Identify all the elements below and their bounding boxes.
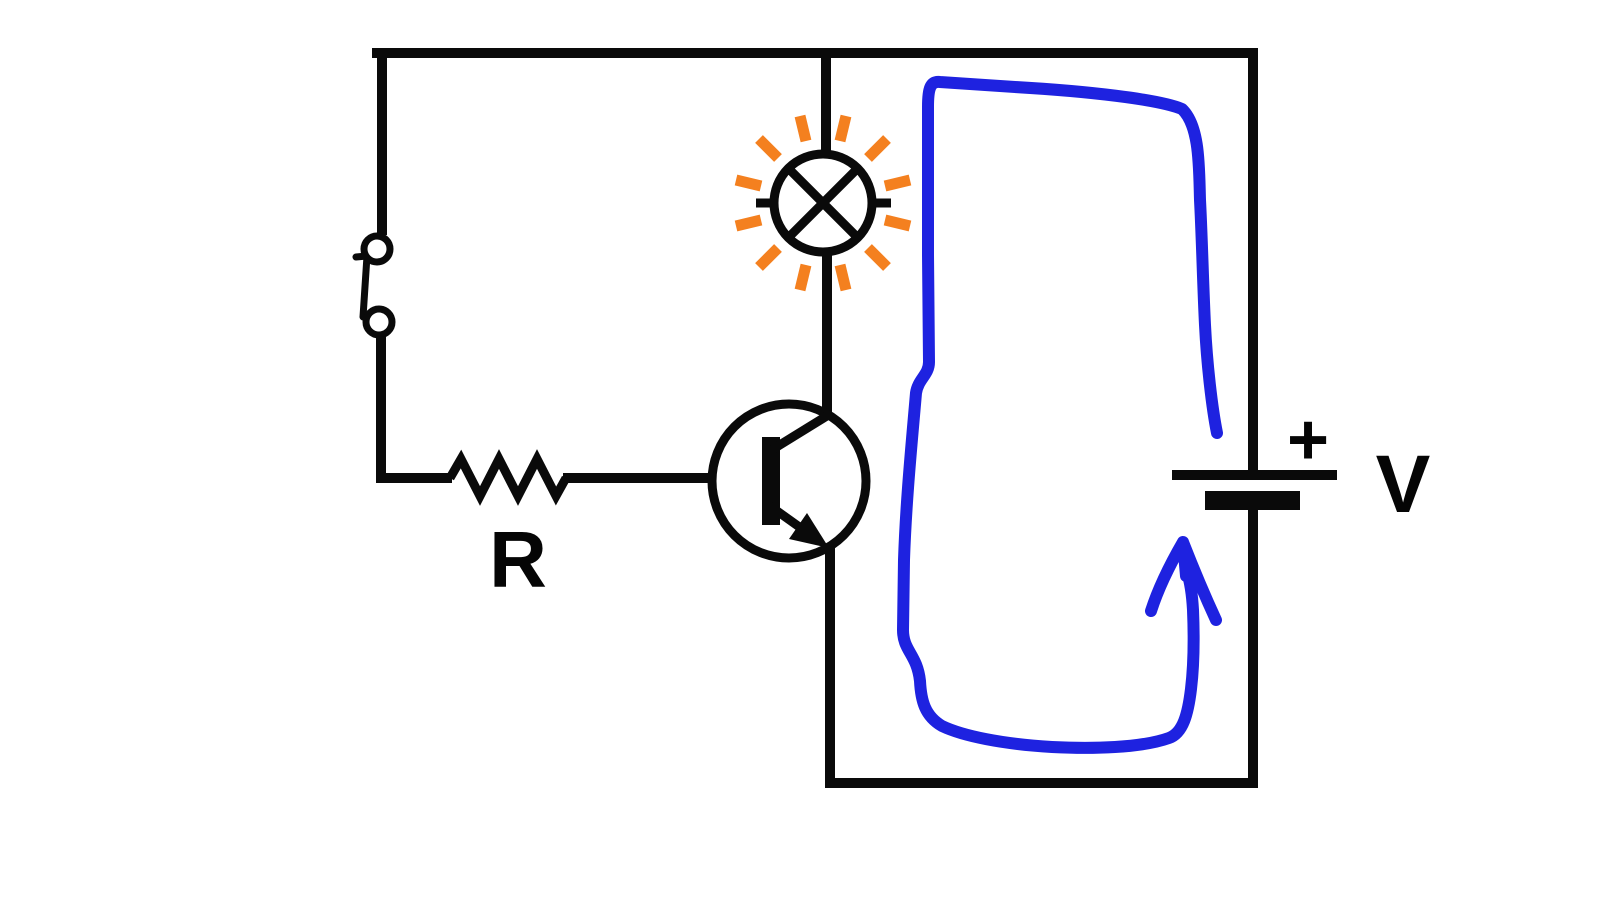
resistor-symbol [446,449,570,506]
lamp-cross-line [784,164,862,242]
glow-ray [883,174,912,192]
transistor-collector-lead [767,410,833,455]
glow-ray [864,135,891,162]
current-arrowhead [1145,536,1222,626]
battery-negative-plate [1205,491,1300,510]
resistor-zigzag [446,449,570,506]
lamp-symbol [734,114,912,292]
battery-symbol [1172,470,1337,510]
transistor-emitter-arrowhead [789,513,829,548]
switch-symbol [352,232,396,339]
switch-lever [352,252,371,321]
glow-ray [755,244,782,271]
glow-ray [864,244,891,271]
resistor-label: R [489,515,547,604]
switch-bottom-terminal [362,305,396,339]
lamp-glow-rays [734,114,912,292]
glow-ray [834,263,852,292]
current-loop-stroke [897,75,1223,754]
glow-ray [734,214,763,232]
current-flow-annotation [897,75,1223,754]
transistor-circle [707,399,871,563]
glow-ray [734,174,763,192]
glow-ray [834,114,852,143]
glow-ray [755,135,782,162]
transistor-symbol [707,399,871,563]
switch-top-terminal [360,232,394,266]
battery-positive-plate [1172,470,1337,480]
battery-plus-label: + [1287,400,1329,480]
battery-voltage-label: V [1376,439,1431,530]
glow-ray [794,263,812,292]
transistor-base-bar [762,437,780,525]
glow-ray [794,114,812,143]
circuit-wires [372,48,1258,788]
glow-ray [883,214,912,232]
left-wire-lower [376,335,452,483]
